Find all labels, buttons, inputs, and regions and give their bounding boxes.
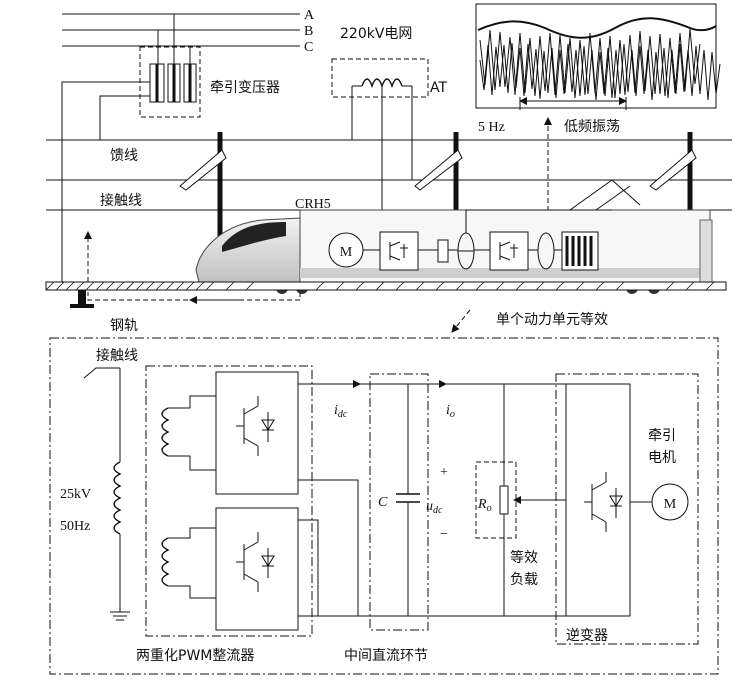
inverter-switch (565, 383, 631, 617)
traction-motor (651, 483, 689, 521)
dc-link-label: 中间直流环节 (344, 647, 428, 664)
source-transformer (83, 367, 130, 621)
pwm-rectifier-lower (215, 507, 299, 631)
i-o-label: io (446, 403, 455, 420)
minus-sign: − (440, 527, 448, 542)
feeder-label: 馈线 (110, 148, 138, 164)
phase-c-label: C (304, 40, 313, 55)
motor-line1: 牵引 (648, 428, 676, 444)
source-freq-label: 50Hz (60, 519, 90, 534)
source-voltage-label: 25kV (60, 487, 91, 502)
equivalent-circuit-frame (49, 337, 719, 675)
dc-capacitor (396, 384, 420, 616)
motor-label-top: M (340, 245, 353, 260)
rail (45, 281, 727, 308)
traction-transformer-label: 牵引变压器 (210, 80, 280, 96)
i-dc-label: idc (334, 403, 348, 420)
oscillation-freq: 5 Hz (478, 120, 505, 135)
train-model-label: CRH5 (295, 197, 331, 212)
rectifier-label: 两重化PWM整流器 (136, 648, 254, 664)
traction-transformer (139, 14, 201, 118)
phase-a-label: A (304, 8, 315, 23)
plus-sign: + (440, 465, 448, 480)
oscillation-label: 低频振荡 (564, 119, 620, 135)
load-resistor (499, 485, 509, 515)
phase-b-label: B (304, 24, 313, 39)
pwm-rectifier-upper (215, 371, 299, 495)
rail-label: 钢轨 (110, 318, 138, 334)
autotransformer (331, 58, 429, 210)
inverter-label: 逆变器 (566, 628, 608, 644)
catenary-label-bottom: 接触线 (96, 347, 138, 364)
dc-link-frame (369, 373, 429, 631)
capacitor-label: C (378, 495, 388, 510)
load-line1: 等效 (510, 549, 538, 566)
equivalent-load-frame (475, 461, 517, 539)
r-o-label: Ro (477, 497, 492, 514)
at-label: AT (430, 80, 447, 96)
motor-line2: 电机 (648, 450, 676, 466)
load-line2: 负载 (510, 572, 538, 588)
u-dc-label: udc (426, 499, 443, 516)
motor-label-bottom: M (664, 497, 677, 512)
secondary-windings (161, 395, 216, 599)
crh5-train (195, 179, 713, 294)
equivalence-label: 单个动力单元等效 (496, 311, 608, 328)
grid-label: 220kV电网 (340, 26, 412, 42)
inverter-frame (555, 373, 699, 645)
oscillation-waveform (475, 3, 721, 110)
catenary-label-top: 接触线 (100, 192, 142, 209)
onboard-traction-units: M (328, 209, 612, 271)
rectifier-frame (145, 365, 313, 637)
three-phase-lines: A B C (62, 8, 315, 55)
